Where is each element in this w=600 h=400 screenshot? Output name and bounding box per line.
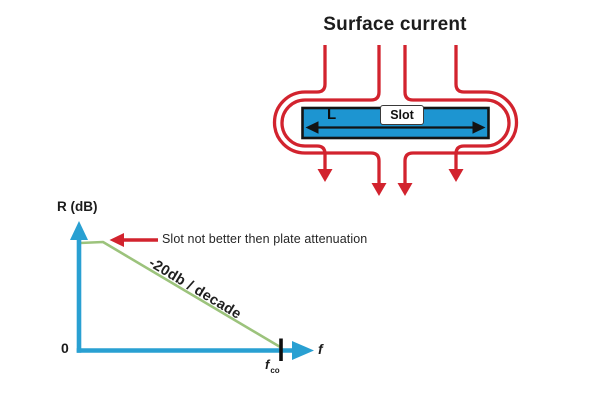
annotation-arrowhead [109,233,124,247]
length-arrowhead-right [472,121,486,134]
slot-length-arrow [305,121,486,134]
flow-line-right-outer [403,45,519,184]
current-arrowhead [317,169,333,182]
slot-length-label: L [327,106,337,123]
cutoff-subscript: co [270,366,280,375]
cutoff-frequency-label: fco [265,357,280,375]
y-axis-label: R (dB) [57,199,98,214]
slot-label-box: Slot [380,105,424,125]
flow-line-left-inner [280,45,381,170]
current-arrowhead [397,183,413,196]
y-axis-arrowhead [70,221,88,240]
annotation-text: Slot not better then plate attenuation [162,232,368,246]
x-axis-arrowhead [292,341,314,360]
current-arrowhead [371,183,387,196]
slot-label: Slot [390,108,414,122]
attenuation-chart [70,221,314,361]
flow-line-left-outer [272,45,381,184]
flow-line-right-inner [403,45,511,170]
current-arrowhead [448,169,464,182]
attenuation-line [79,240,282,349]
cutoff-base: f [265,357,270,372]
origin-label: 0 [61,340,69,356]
length-arrowhead-left [305,121,319,134]
current-flow-lines [272,45,519,196]
x-axis-label: f [318,341,323,357]
surface-current-title: Surface current [323,14,467,35]
